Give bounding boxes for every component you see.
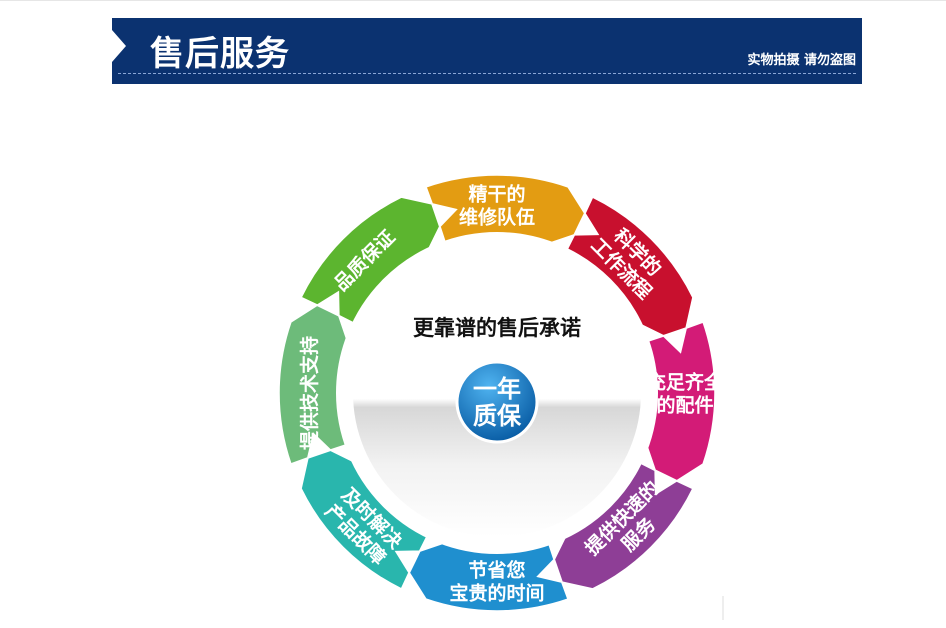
warranty-badge — [455, 360, 539, 444]
segment-label-line: 维修队伍 — [459, 206, 535, 229]
segment-label-line: 的配件 — [656, 394, 713, 417]
chevron-right-icon — [112, 30, 126, 62]
warranty-badge-line1: 一年 — [473, 375, 521, 403]
top-divider — [0, 0, 946, 1]
section-header-banner: 售后服务 实物拍摄 请勿盗图 — [112, 18, 862, 84]
warranty-badge-line2: 质保 — [473, 402, 522, 430]
service-segments — [278, 174, 716, 612]
segment-label-line: 提供技术支持 — [298, 336, 321, 450]
service-promise-text: 更靠谱的售后承诺 — [413, 316, 581, 340]
photo-copyright-note: 实物拍摄 请勿盗图 — [747, 53, 856, 68]
segment-label-tech-support: 提供技术支持 — [298, 336, 321, 450]
banner-dashed-divider — [118, 73, 856, 74]
segment-label-line: 宝贵的时间 — [449, 582, 544, 605]
diagram-ring-gap — [336, 232, 658, 554]
segment-label-line: 充足齐全 — [647, 371, 724, 394]
segment-label-line: 节省您 — [468, 559, 525, 582]
section-title: 售后服务 — [150, 34, 290, 74]
segment-label-line: 精干的 — [468, 183, 525, 206]
